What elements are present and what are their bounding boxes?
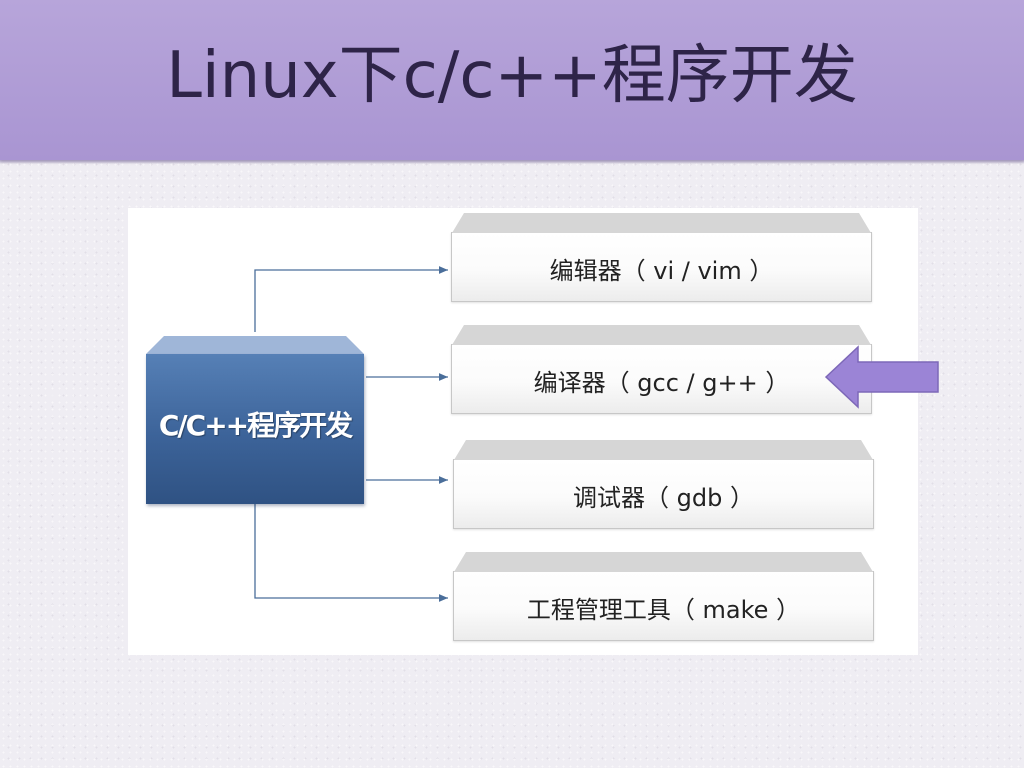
tool-label-debugger: 调试器（ gdb ） <box>573 484 754 512</box>
tool-box-debugger: 调试器（ gdb ） <box>453 440 874 529</box>
tool-box-top <box>452 325 871 345</box>
connector-build-tool <box>254 504 448 602</box>
tool-label-build-tool: 工程管理工具（ make ） <box>526 596 801 624</box>
tool-box-top <box>454 440 873 460</box>
tool-box-top <box>452 213 871 233</box>
highlight-arrow-icon <box>824 345 939 409</box>
source-label: C/C++程序开发 <box>158 409 353 442</box>
tool-label-editor: 编辑器（ vi / vim ） <box>549 257 774 285</box>
tool-box-build-tool: 工程管理工具（ make ） <box>453 552 874 641</box>
connector-lines <box>254 266 448 602</box>
toolchain-diagram: C/C++程序开发 编辑器（ vi / vim ） 编译器（ gcc / g++… <box>128 208 918 655</box>
connector-editor <box>254 266 448 332</box>
title-band: Linux下c/c++程序开发 <box>0 0 1024 164</box>
tool-box-top <box>454 552 873 572</box>
tool-box-editor: 编辑器（ vi / vim ） <box>451 213 872 302</box>
page-title: Linux下c/c++程序开发 <box>166 39 858 113</box>
tool-label-compiler: 编译器（ gcc / g++ ） <box>533 369 790 397</box>
tool-box-compiler: 编译器（ gcc / g++ ） <box>451 325 872 414</box>
source-box: C/C++程序开发 <box>146 354 364 504</box>
source-box-top <box>146 336 364 354</box>
